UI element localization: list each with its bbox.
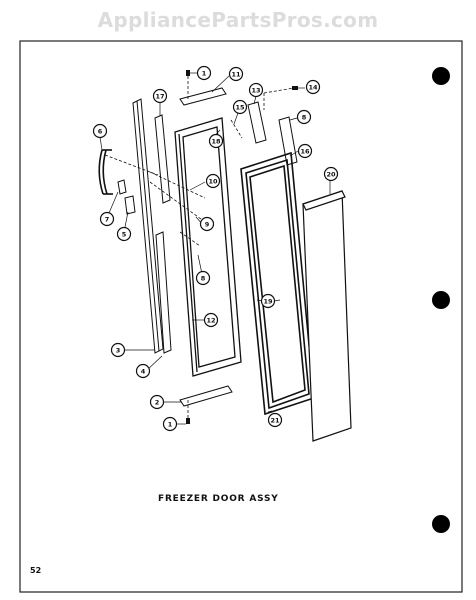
svg-text:7: 7 [105,215,110,223]
door-liner [302,190,352,442]
callout: 5 [116,226,132,242]
callout: 8 [195,270,211,286]
callout: 15 [232,99,248,115]
callout: 21 [267,412,283,428]
svg-text:4: 4 [141,367,146,375]
svg-text:5: 5 [122,230,127,238]
alignment-lines [104,76,295,420]
svg-text:17: 17 [155,92,164,100]
callout: 16 [297,143,313,159]
screw-icon [186,70,298,424]
callout: 10 [205,173,221,189]
svg-text:10: 10 [208,177,218,185]
svg-text:1: 1 [202,69,207,77]
callout-balloons: 1 11 13 14 6 17 15 8 10 18 16 7 9 20 5 8… [92,65,339,432]
svg-text:11: 11 [231,70,241,78]
diagram-caption: FREEZER DOOR ASSY [158,494,279,504]
callout: 19 [260,293,276,309]
svg-text:1: 1 [168,420,173,428]
binder-hole [432,515,450,533]
svg-text:20: 20 [326,170,336,178]
callout: 9 [199,216,215,232]
callout: 13 [248,82,264,98]
callout: 7 [99,211,115,227]
svg-text:13: 13 [251,86,260,94]
svg-text:16: 16 [300,147,310,155]
svg-text:15: 15 [235,103,245,111]
page-border [19,40,463,593]
svg-text:18: 18 [211,137,221,145]
callout: 1 [196,65,212,81]
callout: 8 [296,109,312,125]
svg-text:21: 21 [270,416,280,424]
svg-text:3: 3 [116,346,121,354]
svg-text:9: 9 [205,220,210,228]
binder-hole [432,67,450,85]
door-gasket [240,151,315,416]
watermark: AppliancePartsPros.com [97,8,379,32]
callout: 11 [228,66,244,82]
binder-hole [432,291,450,309]
callout: 2 [149,394,165,410]
svg-text:8: 8 [302,113,307,121]
svg-text:6: 6 [98,127,103,135]
svg-text:19: 19 [263,297,273,305]
callout: 20 [323,166,339,182]
door-outer-panel [132,98,164,354]
callout: 18 [208,133,224,149]
handle-bracket [117,179,136,215]
callout: 3 [110,342,126,358]
callout: 1 [162,416,178,432]
svg-text:12: 12 [206,316,215,324]
hinge-plate [179,87,233,407]
svg-text:10: 10 [197,272,207,280]
page-number: 52 [30,566,42,575]
callout: 14 [305,79,321,95]
door-handle [98,149,113,195]
door-frame [174,117,242,377]
callout: 17 [152,88,168,104]
svg-text:2: 2 [155,398,160,406]
svg-text:14: 14 [308,83,318,91]
hinge-bracket [247,101,298,166]
svg-text:8: 8 [201,274,206,282]
callout: 4 [135,363,151,379]
side-trim-strip [154,114,172,354]
callout: 6 [92,123,108,139]
callout: 12 [203,312,219,328]
